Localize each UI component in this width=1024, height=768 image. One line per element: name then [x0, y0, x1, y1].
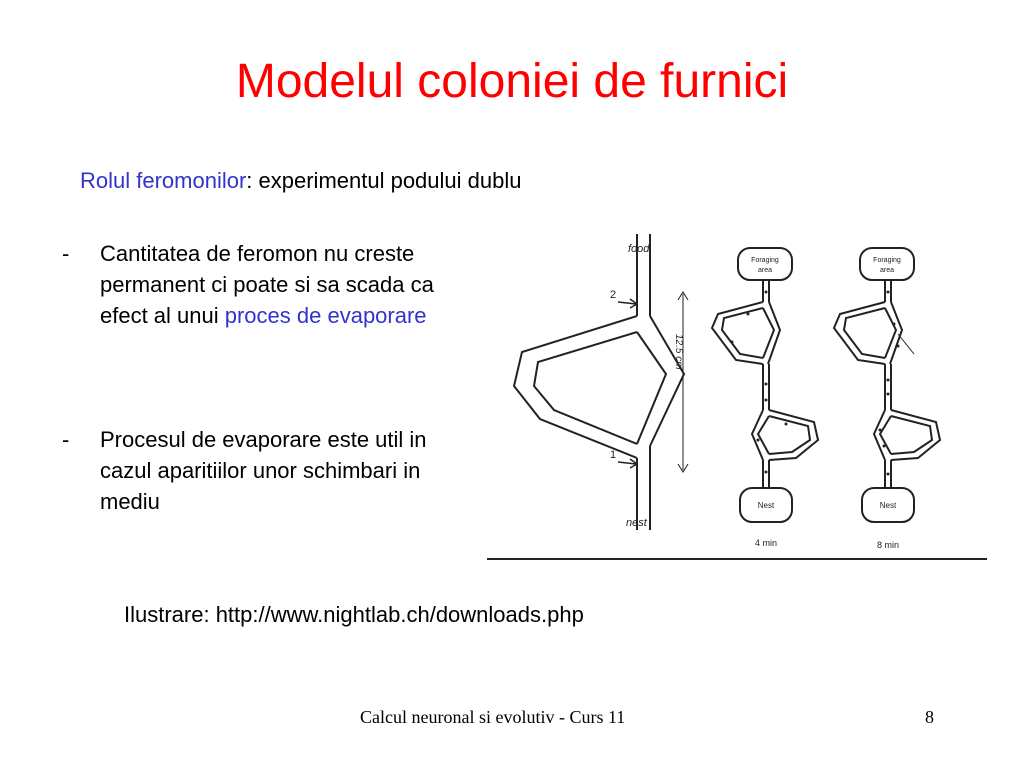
nest-box-1: Nest [758, 501, 775, 510]
page-number: 8 [925, 707, 934, 727]
foraging-area-2-line1: Foraging [873, 257, 901, 264]
label-branch-2: 2 [610, 289, 616, 301]
slide-title: Modelul coloniei de furnici [235, 55, 789, 108]
bridge-4min-diagram [710, 247, 820, 523]
label-length: 12.5 cm [673, 334, 684, 370]
time-label-2: 8 min [877, 540, 899, 550]
slide-footer: Calcul neuronal si evolutiv - Curs 11 [360, 707, 626, 727]
slide-subtitle: Rolul feromonilor: experimentul podului … [80, 168, 521, 194]
subtitle-rest: : experimentul podului dublu [246, 168, 522, 193]
figure-baseline-rule [487, 558, 987, 560]
foraging-area-1-line2: area [758, 267, 772, 274]
foraging-area-2-line2: area [880, 267, 894, 274]
label-food: food [628, 243, 650, 255]
bridge-diagram [512, 234, 689, 530]
nest-box-2: Nest [880, 501, 897, 510]
ant-marks [730, 290, 900, 476]
bridge-8min-diagram [832, 247, 942, 523]
bullet-text: Cantitatea de feromon nu creste permanen… [100, 238, 470, 331]
illustration-credit: Ilustrare: http://www.nightlab.ch/downlo… [124, 602, 584, 627]
label-branch-1: 1 [610, 449, 616, 461]
subtitle-highlight: Rolul feromonilor [80, 168, 247, 193]
bullet-text: Procesul de evaporare este util in cazul… [100, 427, 427, 514]
bullet-dash: - [62, 427, 70, 452]
double-bridge-figure: food nest 2 1 12.5 cm Foraging area Nest… [512, 234, 942, 550]
bullet-text-main: Cantitatea de feromon nu creste permanen… [100, 241, 434, 328]
label-nest: nest [626, 517, 648, 529]
bullet-dash: - [62, 241, 70, 266]
foraging-area-1-line1: Foraging [751, 257, 779, 264]
bullet-highlight: proces de evaporare [224, 303, 427, 328]
time-label-1: 4 min [755, 538, 777, 548]
